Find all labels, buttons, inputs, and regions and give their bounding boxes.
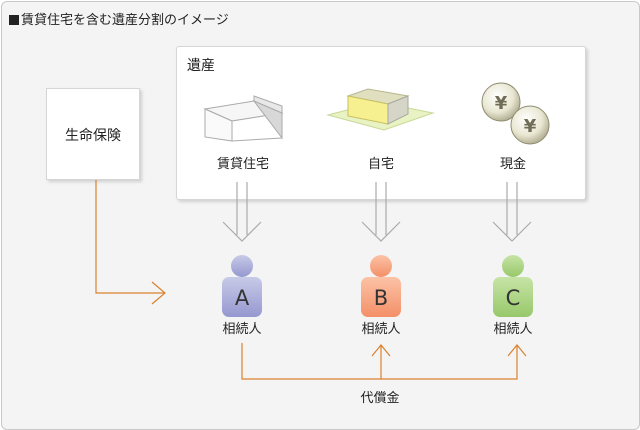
heir-a-label: 相続人 — [222, 322, 262, 337]
heir-c-label: 相続人 — [493, 322, 533, 337]
rental-building-icon — [203, 95, 284, 142]
arrow-cash-to-c — [492, 182, 532, 242]
life-insurance-box: 生命保険 — [46, 88, 140, 180]
assets-title: 遺産 — [187, 58, 215, 74]
insurance-to-a-arrow — [95, 180, 166, 305]
arrow-house-to-b — [361, 182, 401, 242]
title-text: 賃貸住宅を含む遺産分割のイメージ — [21, 13, 229, 28]
life-insurance-label: 生命保険 — [65, 128, 121, 144]
heir-b-figure — [361, 255, 401, 317]
heir-b-letter: B — [373, 286, 389, 310]
yen-coins-icon: ¥ ¥ — [481, 82, 550, 145]
compensation-label: 代償金 — [360, 391, 400, 406]
asset-label-home: 自宅 — [367, 157, 394, 172]
heir-b-label: 相続人 — [361, 322, 401, 337]
house-icon — [326, 88, 435, 131]
asset-label-cash: 現金 — [499, 157, 526, 172]
diagram-title: 賃貸住宅を含む遺産分割のイメージ — [9, 9, 229, 28]
svg-text:¥: ¥ — [495, 93, 508, 114]
heir-a-figure — [222, 255, 262, 317]
compensation-arrow — [241, 343, 527, 380]
svg-text:¥: ¥ — [524, 116, 537, 137]
asset-to-heir-arrows — [222, 182, 532, 242]
arrow-rental-to-a — [222, 182, 262, 242]
asset-label-rental: 賃貸住宅 — [216, 157, 269, 172]
orange-arrows — [95, 180, 527, 380]
heir-a-letter: A — [234, 286, 250, 310]
heir-c-figure — [493, 255, 533, 317]
heir-c-letter: C — [505, 286, 521, 310]
